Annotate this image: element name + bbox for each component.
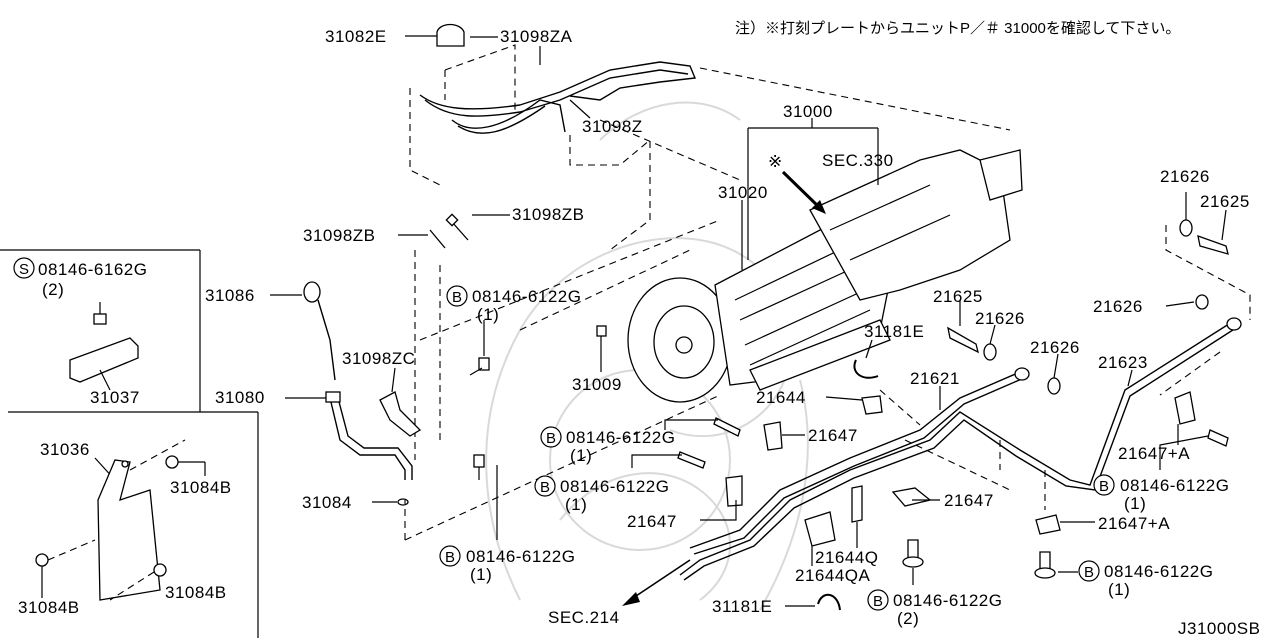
- label-31082E: 31082E: [325, 27, 387, 46]
- bolt-4-prefix: B: [540, 479, 550, 496]
- label-31009: 31009: [572, 375, 622, 394]
- label-31181E-a: 31181E: [864, 322, 924, 341]
- bolt-1-number: 08146-6122G: [472, 287, 581, 306]
- note-text: 注）※打刻プレートからユニットP／＃ 31000を確認して下さい。: [735, 20, 1180, 37]
- label-21647A-a: 21647+A: [1118, 444, 1190, 463]
- label-21625-b: 21625: [933, 287, 983, 306]
- label-31036: 31036: [40, 440, 90, 459]
- label-21626-a: 21626: [1160, 167, 1210, 186]
- bracket-31037-shape: [69, 337, 139, 383]
- output-flange: [979, 149, 1023, 201]
- inset-top-box: S 08146-6162G (2) 31037: [0, 249, 201, 412]
- inset-bolt-prefix: S: [19, 261, 29, 278]
- label-31080: 31080: [215, 388, 265, 407]
- bolt-6-number: 08146-6122G: [1104, 562, 1213, 581]
- bolt-1-prefix: B: [452, 289, 462, 306]
- label-31084B-c: 31084B: [165, 583, 227, 602]
- label-31000: 31000: [783, 102, 833, 121]
- label-31037: 31037: [90, 388, 140, 407]
- label-21626-b: 21626: [975, 309, 1025, 328]
- label-sec214: SEC.214: [548, 608, 620, 627]
- label-sec330: SEC.330: [822, 151, 894, 170]
- bolt-3-qty: (1): [570, 446, 592, 465]
- oil-pan: [749, 319, 891, 391]
- bolt-5-prefix: B: [1099, 478, 1109, 495]
- label-21625-a: 21625: [1200, 192, 1250, 211]
- label-31181E-b: 31181E: [712, 597, 772, 616]
- bolt-4-number: 08146-6122G: [560, 477, 669, 496]
- inset-bottom-box: 31036 31084B 31084B 31084B: [8, 411, 259, 638]
- label-21647-c: 21647: [944, 491, 994, 510]
- bolt-6-prefix: B: [1084, 564, 1094, 581]
- label-21644Q: 21644Q: [815, 548, 879, 567]
- bolt-6-qty: (1): [1108, 580, 1130, 599]
- label-31020: 31020: [718, 183, 768, 202]
- transmission-assembly-31000: [627, 149, 1023, 403]
- label-31084: 31084: [302, 493, 352, 512]
- bolt-3-prefix: B: [546, 430, 556, 447]
- bolt-2-qty: (1): [470, 565, 492, 584]
- dipstick-handle-shape: [303, 281, 321, 303]
- bolt-shape: [93, 313, 107, 325]
- label-21647-a: 21647: [808, 426, 858, 445]
- grommet-shape: [165, 455, 179, 469]
- cooler-line-group-top: [409, 44, 1011, 251]
- label-21626-d: 21626: [1093, 297, 1143, 316]
- inset-bolt-number: 08146-6162G: [38, 260, 147, 279]
- pin-31098ZB-b: [429, 229, 446, 249]
- label-21647-b: 21647: [627, 512, 677, 531]
- bolt-2-number: 08146-6122G: [466, 547, 575, 566]
- control-unit-31036-shape: [97, 459, 161, 601]
- bolt-4-qty: (1): [565, 495, 587, 514]
- label-31098ZB-a: 31098ZB: [512, 205, 585, 224]
- watermark-logo: [485, 101, 809, 611]
- label-31098ZB-b: 31098ZB: [303, 226, 376, 245]
- label-21626-c: 21626: [1030, 338, 1080, 357]
- label-31098Z: 31098Z: [582, 117, 643, 136]
- clip-31082E-shape: [436, 23, 465, 47]
- bolt-shape-1: [478, 357, 490, 371]
- pin-31098ZB-a: [451, 221, 469, 241]
- label-31084B-a: 31084B: [170, 478, 232, 497]
- bracket-31098ZC-shape: [379, 391, 422, 437]
- label-31086: 31086: [205, 286, 255, 305]
- bolt-5-qty: (1): [1124, 494, 1146, 513]
- label-31098ZA: 31098ZA: [500, 27, 573, 46]
- bolt-7-qty: (2): [897, 609, 919, 628]
- bolt-3-number: 08146-6122G: [566, 428, 675, 447]
- inset-bolt-qty: (2): [42, 280, 64, 299]
- bolt-5-number: 08146-6122G: [1120, 476, 1229, 495]
- label-31098ZC: 31098ZC: [342, 349, 415, 368]
- label-31084B-b: 31084B: [18, 598, 80, 617]
- diagram-code: J31000SB: [1178, 619, 1260, 638]
- label-21623: 21623: [1098, 353, 1148, 372]
- label-21647A-b: 21647+A: [1098, 514, 1170, 533]
- label-21644: 21644: [756, 388, 806, 407]
- bolt-2-prefix: B: [445, 549, 455, 566]
- label-21621: 21621: [910, 369, 960, 388]
- bolt-7-number: 08146-6122G: [893, 591, 1002, 610]
- bolt-7-prefix: B: [873, 593, 883, 610]
- label-21644QA: 21644QA: [795, 566, 870, 585]
- bolt-1-qty: (1): [477, 305, 499, 324]
- mark-symbol: ※: [768, 152, 783, 171]
